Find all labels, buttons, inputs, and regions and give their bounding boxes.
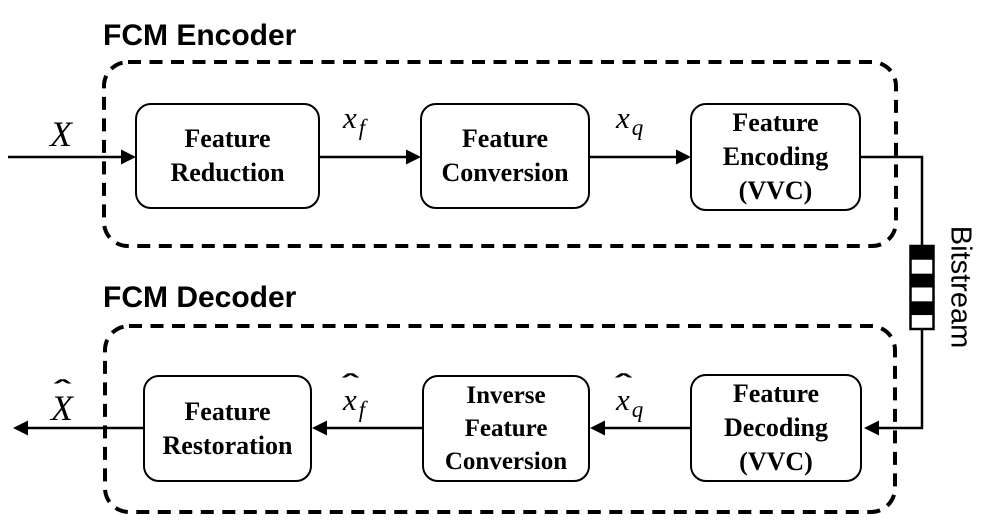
arrowhead-into-feature-decoding [864,420,879,436]
block-label-line: Reduction [170,158,285,187]
connector-bitstream-to-decoder [878,329,924,430]
arrow-conversion-to-encoding [590,149,691,165]
block-label-line: Restoration [162,430,293,460]
arrow-input-x [8,149,136,165]
block-label-line: Conversion [441,158,569,187]
block-label-line: Feature [464,415,548,442]
block-label-line: Feature [732,379,820,408]
block-label-line: Feature [732,108,819,137]
block-label-line: Feature [184,396,271,426]
connector-encoder-to-bitstream [860,155,924,246]
block-feature-conversion: Feature Conversion [420,103,590,209]
block-feature-encoding-vvc: Feature Encoding (VVC) [690,103,861,211]
block-feature-restoration: Feature Restoration [143,375,312,482]
block-label-line: Feature [461,124,549,153]
arrow-reduction-to-conversion [320,149,421,165]
block-label-line: Decoding [724,413,828,442]
decoder-dashed-box [103,324,897,514]
block-feature-decoding-vvc: Feature Decoding (VVC) [690,374,862,482]
decoder-title: FCM Decoder [103,281,297,314]
block-label-line: (VVC) [738,176,813,205]
hat-glyph: ˆ [338,372,363,398]
signal-label-xf: xf [343,100,366,140]
signal-label-input-x: X [50,114,72,154]
arrow-inverse-conversion-to-restoration [312,420,422,436]
arrow-output-x [13,420,143,436]
block-label-line: Feature [184,124,271,153]
hat-glyph: ˆ [50,378,75,404]
arrow-decoding-to-inverse-conversion [590,420,690,436]
block-feature-reduction: Feature Reduction [135,103,320,209]
block-label-line: Inverse [466,382,546,409]
bitstream-bar [909,244,935,331]
bitstream-label: Bitstream [944,225,977,349]
block-label-line: (VVC) [739,447,813,476]
hat-glyph: ˆ [611,372,636,398]
block-label-line: Conversion [444,448,568,475]
block-inverse-feature-conversion: Inverse Feature Conversion [422,375,590,482]
signal-label-xq: xq [616,100,644,140]
encoder-dashed-box [102,60,898,248]
block-label-line: Encoding [722,142,829,171]
encoder-title: FCM Encoder [103,19,297,52]
